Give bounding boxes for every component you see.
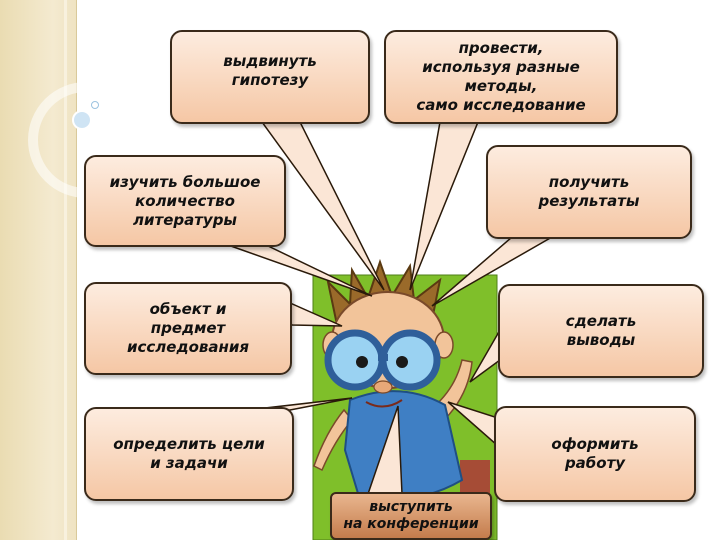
callout-conclusions: сделать выводы bbox=[498, 284, 704, 378]
callout-object-subject: объект и предмет исследования bbox=[84, 282, 292, 375]
callout-study-literature: изучить большое количество литературы bbox=[84, 155, 286, 247]
sidebar-stripe bbox=[64, 0, 67, 540]
callout-pointers bbox=[227, 121, 555, 495]
decorative-small-bubble bbox=[91, 101, 99, 109]
callout-format-work: оформить работу bbox=[494, 406, 696, 502]
callout-conduct-research: провести, используя разные методы, само … bbox=[384, 30, 618, 124]
callout-get-results: получить результаты bbox=[486, 145, 692, 239]
callout-goals-tasks: определить цели и задачи bbox=[84, 407, 294, 501]
pointer-conduct-research bbox=[409, 121, 480, 291]
callout-conference: выступить на конференции bbox=[330, 492, 492, 540]
callout-hypothesis: выдвинуть гипотезу bbox=[170, 30, 370, 124]
decorative-bubble bbox=[72, 110, 92, 130]
